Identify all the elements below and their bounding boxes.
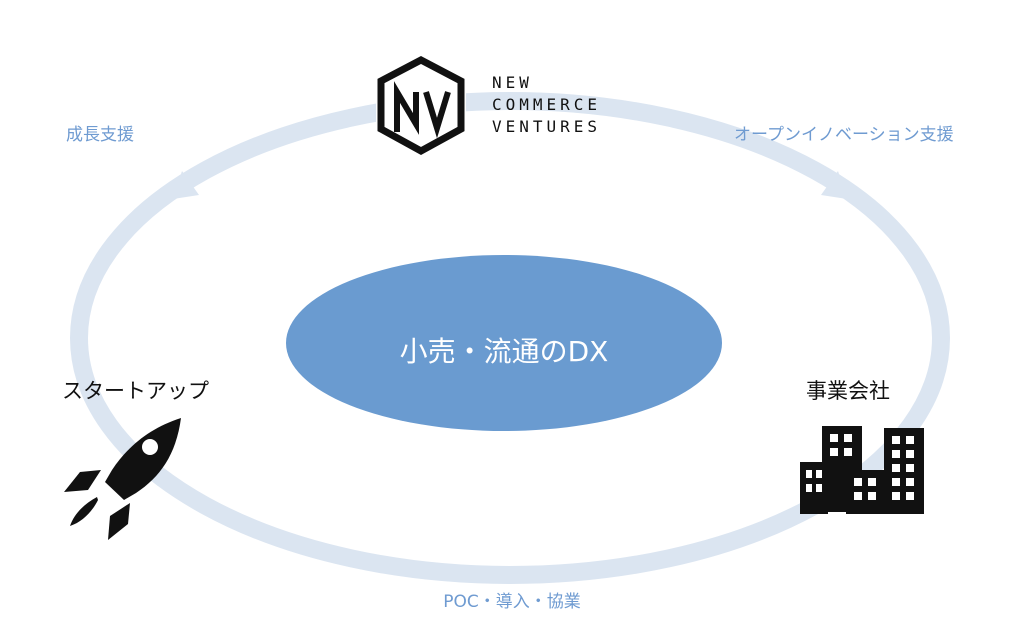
open-innovation-label: オープンイノベーション支援 (734, 125, 954, 145)
buildings-icon (800, 426, 924, 514)
business-company-title: 事業会社 (806, 379, 890, 403)
nv-hexagon-logo-icon (376, 54, 466, 158)
poc-collaboration-label: POC・導入・協業 (443, 592, 581, 612)
rocket-icon (64, 418, 181, 540)
center-hub (286, 255, 722, 431)
logo-line-2: COMMERCE (492, 95, 602, 114)
startup-title: スタートアップ (62, 379, 209, 403)
center-hub-label: 小売・流通のDX (399, 335, 609, 368)
arrow-left-head (173, 171, 199, 199)
arrow-right-head (821, 171, 847, 199)
logo-line-1: NEW (492, 73, 533, 92)
company-logo-text: NEW COMMERCE VENTURES (492, 72, 601, 138)
logo-line-3: VENTURES (492, 117, 602, 136)
growth-support-label: 成長支援 (66, 125, 134, 145)
cycle-ring (70, 92, 950, 584)
